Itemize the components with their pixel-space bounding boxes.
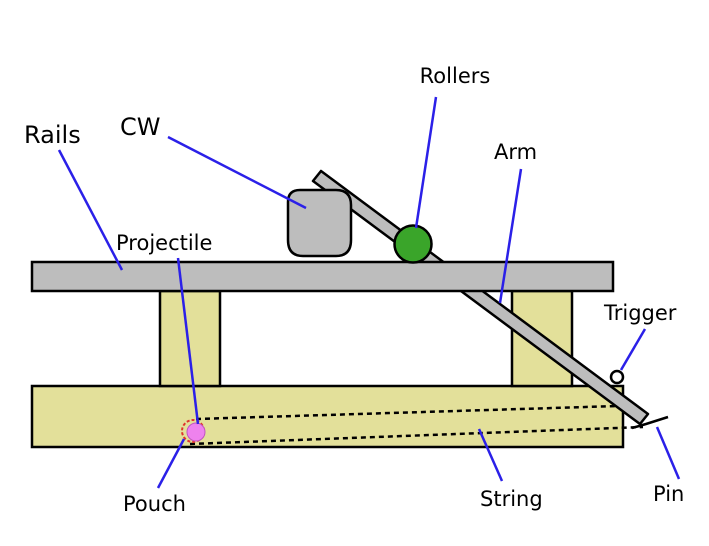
label-cw: CW [120, 113, 161, 141]
label-rollers: Rollers [420, 64, 491, 88]
label-pouch: Pouch [123, 492, 186, 516]
roller [393, 224, 433, 264]
label-string: String [480, 487, 543, 511]
pin [631, 415, 669, 430]
leader-projectile [176, 257, 200, 425]
leader-rollers [414, 96, 438, 229]
label-pin: Pin [653, 482, 684, 506]
leader-trigger [619, 328, 647, 371]
projectile [186, 422, 206, 442]
leader-pin [655, 426, 681, 480]
string-upper [195, 404, 619, 421]
rails [30, 260, 615, 293]
leader-lines [57, 96, 681, 489]
counterweight [286, 188, 353, 258]
label-trigger: Trigger [603, 301, 677, 325]
string-lower [189, 425, 644, 446]
leader-rails [57, 149, 124, 271]
label-arm: Arm [494, 140, 537, 164]
label-rails: Rails [24, 121, 81, 149]
leader-string [477, 428, 504, 482]
leader-arm [498, 168, 523, 304]
left-post [158, 289, 222, 388]
trigger [609, 369, 625, 385]
leader-cw [167, 135, 307, 210]
label-projectile: Projectile [116, 231, 212, 255]
base-board [30, 384, 625, 449]
leader-pouch [156, 438, 186, 489]
